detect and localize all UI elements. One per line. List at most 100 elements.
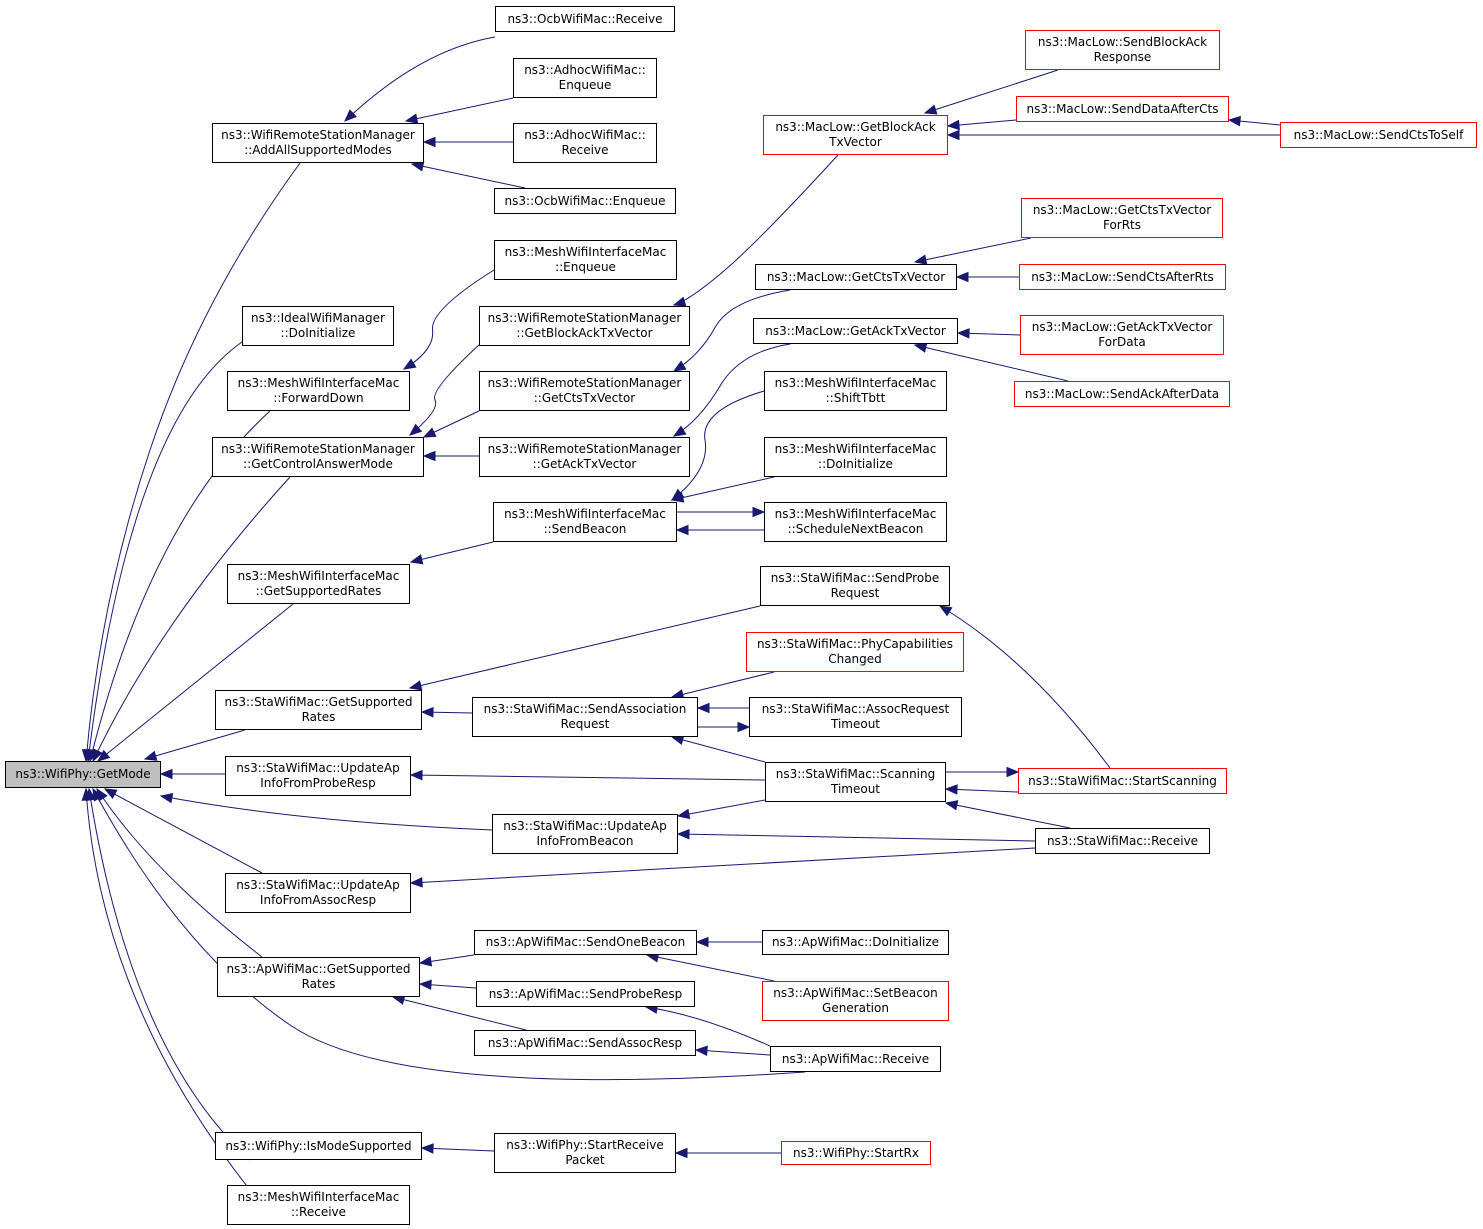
call-edge xyxy=(695,936,762,948)
call-edge xyxy=(675,524,764,536)
function-name-line: ns3::MeshWifiInterfaceMac xyxy=(504,507,666,521)
function-node-adhocenqueue[interactable]: ns3::AdhocWifiMac::Enqueue xyxy=(513,58,657,98)
function-node-stareceive[interactable]: ns3::StaWifiMac::Receive xyxy=(1035,828,1210,854)
function-node-macgetcts[interactable]: ns3::MacLow::GetCtsTxVector xyxy=(755,264,957,290)
arrowhead-icon xyxy=(92,748,103,763)
arrowhead-icon xyxy=(676,808,691,820)
function-name-line: ns3::MacLow::SendBlockAck xyxy=(1037,35,1208,49)
function-name-line: ns3::StaWifiMac::GetSupported xyxy=(224,695,413,709)
function-node-ismodesupported[interactable]: ns3::WifiPhy::IsModeSupported xyxy=(215,1132,422,1160)
call-edge xyxy=(676,828,1036,842)
function-node-apreceive[interactable]: ns3::ApWifiMac::Receive xyxy=(770,1046,941,1072)
function-node-meshshifttbtt[interactable]: ns3::MeshWifiInterfaceMac::ShiftTbtt xyxy=(764,371,947,411)
call-edge xyxy=(422,450,479,462)
function-node-meshsendbeacon[interactable]: ns3::MeshWifiInterfaceMac::SendBeacon xyxy=(493,502,677,542)
call-edge xyxy=(159,768,225,780)
arrowhead-icon xyxy=(408,423,423,436)
function-name-line: ns3::IdealWifiManager xyxy=(251,311,385,325)
function-node-macsendackafterdata[interactable]: ns3::MacLow::SendAckAfterData xyxy=(1014,381,1230,407)
function-name-line: ns3::MacLow::GetCtsTxVector xyxy=(766,269,946,284)
call-edge xyxy=(420,1143,495,1154)
call-edge xyxy=(672,343,791,437)
function-node-apsendproberesp[interactable]: ns3::ApWifiMac::SendProbeResp xyxy=(476,981,695,1007)
function-node-apsendonebeacon[interactable]: ns3::ApWifiMac::SendOneBeacon xyxy=(474,930,697,955)
function-node-stastartscanning[interactable]: ns3::StaWifiMac::StartScanning xyxy=(1018,768,1227,794)
function-node-ocbenqueue[interactable]: ns3::OcbWifiMac::Enqueue xyxy=(494,188,676,214)
function-name-line: ::Receive xyxy=(290,1205,347,1219)
arrowhead-icon xyxy=(409,877,423,888)
function-node-meshenqueue[interactable]: ns3::MeshWifiInterfaceMac::Enqueue xyxy=(494,240,677,280)
arrowhead-icon xyxy=(159,768,173,780)
function-name-line: ns3::ApWifiMac::DoInitialize xyxy=(771,935,940,949)
function-node-meshschedule[interactable]: ns3::MeshWifiInterfaceMac::ScheduleNextB… xyxy=(764,502,947,542)
call-edge xyxy=(1227,115,1281,127)
call-edge xyxy=(938,605,1111,769)
call-edge xyxy=(923,69,1059,115)
arrowhead-icon xyxy=(420,706,434,718)
arrowhead-icon xyxy=(737,721,751,733)
function-name-line: ns3::AdhocWifiMac:: xyxy=(524,63,646,77)
function-name-line: ns3::ApWifiMac::SetBeacon xyxy=(773,986,938,1000)
function-node-meshgetsupported[interactable]: ns3::MeshWifiInterfaceMac::GetSupportedR… xyxy=(227,564,410,604)
function-name-line: ns3::StaWifiMac::Receive xyxy=(1046,833,1199,848)
function-node-getcontrolanswer[interactable]: ns3::WifiRemoteStationManager::GetContro… xyxy=(212,437,424,477)
call-edge xyxy=(409,541,494,565)
call-edge xyxy=(103,788,263,874)
function-name-line: Request xyxy=(560,717,610,731)
function-name-line: ns3::WifiRemoteStationManager xyxy=(221,128,415,142)
call-edge xyxy=(672,289,791,372)
function-node-meshdoinit[interactable]: ns3::MeshWifiInterfaceMac::DoInitialize xyxy=(764,437,947,477)
function-node-wrsmcts[interactable]: ns3::WifiRemoteStationManager::GetCtsTxV… xyxy=(479,371,690,411)
function-node-idealdoinit[interactable]: ns3::IdealWifiManager::DoInitialize xyxy=(242,306,394,346)
call-edge xyxy=(956,328,1021,339)
function-node-macsendctsafterrts[interactable]: ns3::MacLow::SendCtsAfterRts xyxy=(1019,264,1226,290)
function-node-wrsmblockack[interactable]: ns3::WifiRemoteStationManager::GetBlockA… xyxy=(479,306,690,346)
arrowhead-icon xyxy=(946,119,960,131)
arrowhead-icon xyxy=(672,425,687,437)
function-node-apdoinit[interactable]: ns3::ApWifiMac::DoInitialize xyxy=(762,930,949,955)
call-edge xyxy=(418,979,477,991)
call-edge xyxy=(698,721,751,733)
arrowhead-icon xyxy=(409,769,423,781)
function-name-line: ns3::ApWifiMac::SendAssocResp xyxy=(487,1035,683,1050)
function-node-addallsupported[interactable]: ns3::WifiRemoteStationManager::AddAllSup… xyxy=(212,123,424,163)
function-node-adhocreceive[interactable]: ns3::AdhocWifiMac::Receive xyxy=(513,123,657,163)
arrowhead-icon xyxy=(695,936,709,948)
arrowhead-icon xyxy=(96,749,111,762)
function-name-line: ns3::StaWifiMac::UpdateAp xyxy=(503,819,667,833)
function-node-apsendassocresp[interactable]: ns3::ApWifiMac::SendAssocResp xyxy=(474,1030,696,1056)
function-name-line: InfoFromBeacon xyxy=(536,834,634,848)
function-node-macgetack[interactable]: ns3::MacLow::GetAckTxVector xyxy=(753,318,958,344)
function-node-meshreceive[interactable]: ns3::MeshWifiInterfaceMac::Receive xyxy=(227,1185,410,1225)
arrowhead-icon xyxy=(913,254,928,265)
function-node-macsendctstoself[interactable]: ns3::MacLow::SendCtsToSelf xyxy=(1280,122,1477,148)
function-node-wrsmack[interactable]: ns3::WifiRemoteStationManager::GetAckTxV… xyxy=(479,437,690,477)
function-node-meshforward[interactable]: ns3::MeshWifiInterfaceMac::ForwardDown xyxy=(227,371,410,411)
function-name-line: Timeout xyxy=(830,782,881,796)
function-name-line: ns3::StaWifiMac::SendProbe xyxy=(770,571,940,585)
function-name-line: ns3::StaWifiMac::UpdateAp xyxy=(236,878,400,892)
function-node-phystartrx[interactable]: ns3::WifiPhy::StartRx xyxy=(781,1141,931,1165)
function-node-macsenddataaftercts[interactable]: ns3::MacLow::SendDataAfterCts xyxy=(1016,96,1229,122)
function-node-ocbreceive[interactable]: ns3::OcbWifiMac::Receive xyxy=(495,6,675,32)
function-name-line: ::SendBeacon xyxy=(543,522,627,536)
function-name-line: Rates xyxy=(301,977,336,991)
function-name-line: ns3::StaWifiMac::UpdateAp xyxy=(236,761,400,775)
